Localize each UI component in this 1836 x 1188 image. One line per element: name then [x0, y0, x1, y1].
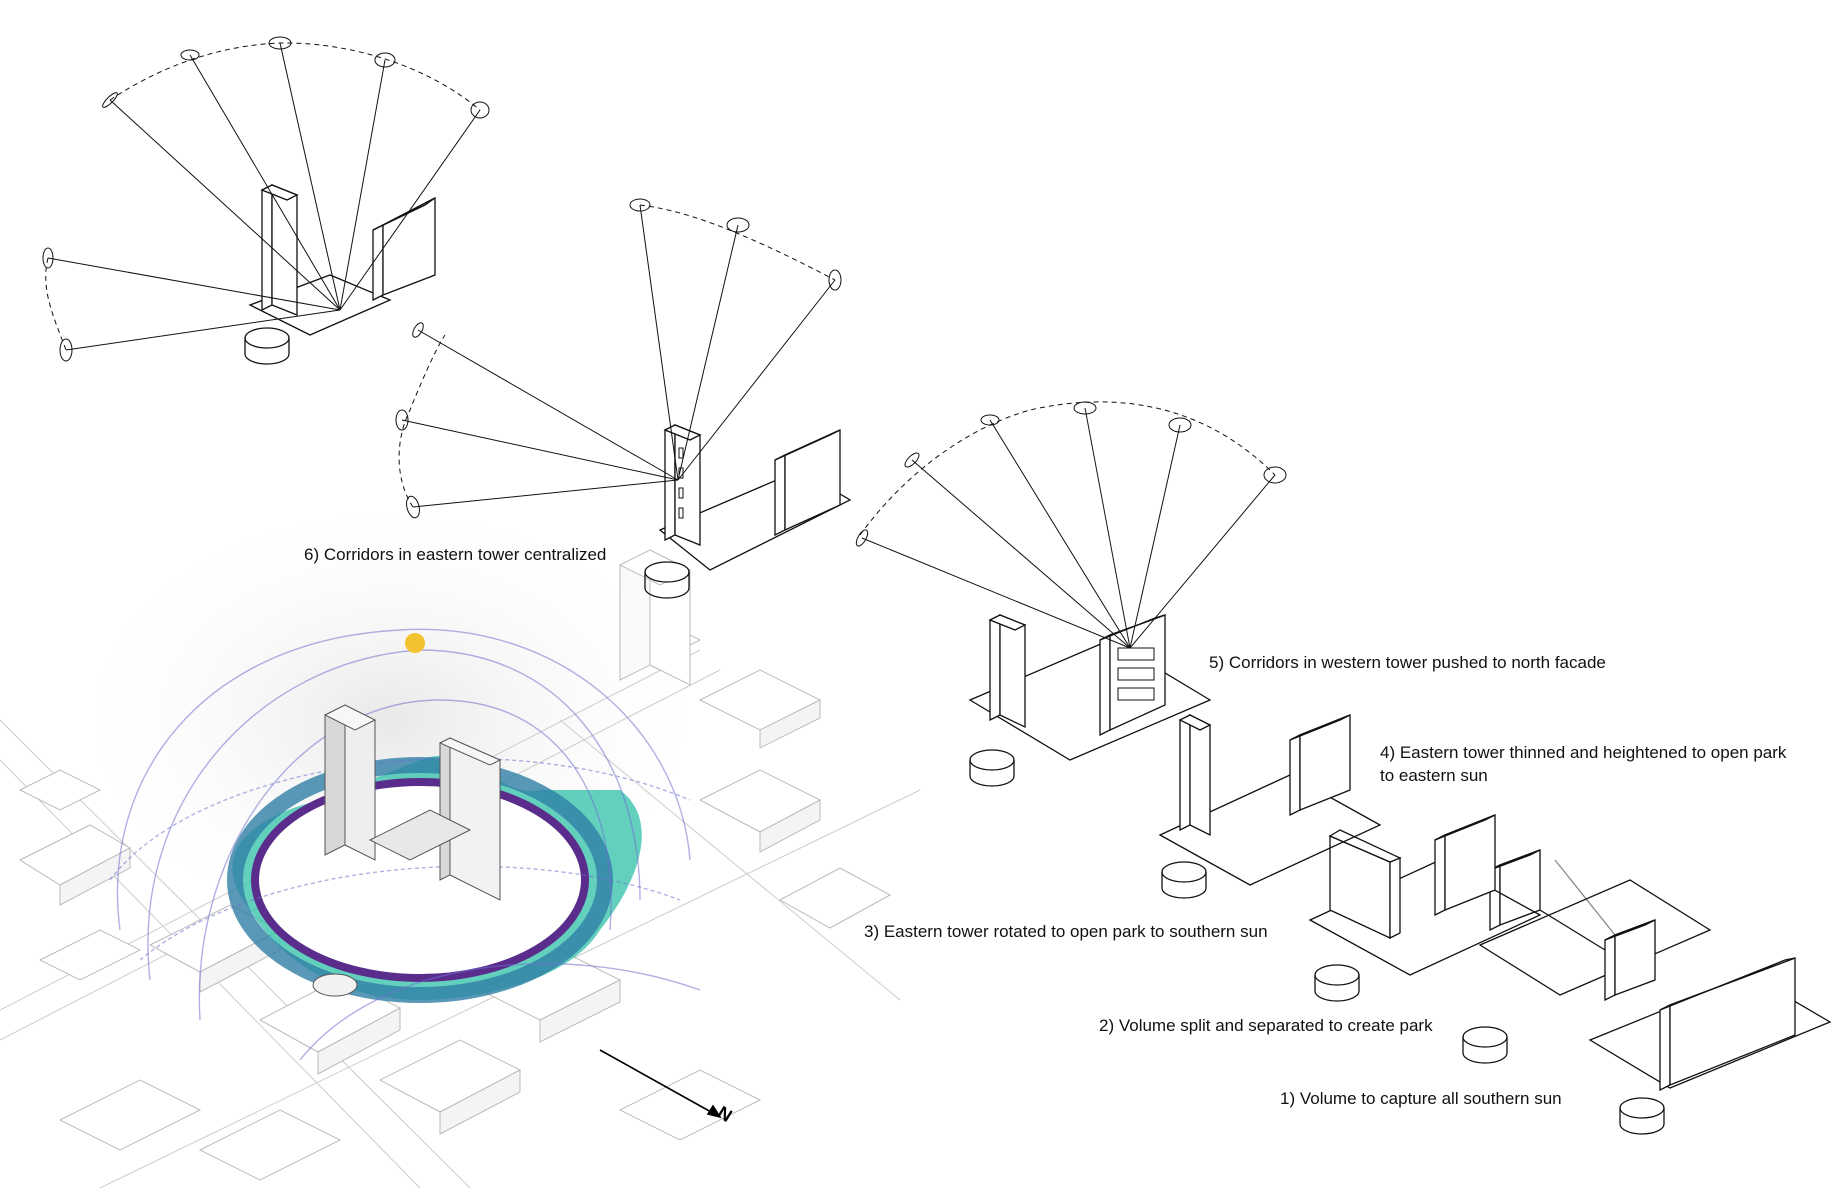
step-1-massing — [1588, 957, 1832, 1135]
site-context-map — [0, 490, 921, 1188]
step-5-sun-rays — [855, 401, 1287, 649]
site-towers — [312, 704, 502, 997]
step-5-label: 5) Corridors in western tower pushed to … — [1209, 653, 1606, 672]
step-3-massing — [1308, 814, 1542, 1002]
step-6-massing — [644, 423, 852, 599]
sun-marker — [405, 633, 425, 653]
step-6-label: 6) Corridors in eastern tower centralize… — [304, 545, 607, 564]
top-study-sun-rays — [42, 36, 490, 362]
radiation-inner — [251, 778, 589, 982]
radiation-mid — [227, 757, 613, 1003]
step-6-sun-rays — [395, 198, 842, 519]
north-arrow — [599, 1049, 722, 1119]
step-5-massing — [968, 613, 1212, 787]
step-4-label: 4) Eastern tower thinned and heightened … — [1380, 743, 1787, 785]
top-study-massing — [244, 183, 436, 365]
step-2-massing — [1462, 849, 1712, 1064]
massing-step-diagrams — [42, 36, 1832, 1135]
site-drum — [312, 973, 358, 997]
step-2-label: 2) Volume split and separated to create … — [1099, 1016, 1433, 1035]
step-4-massing — [1158, 713, 1382, 899]
step-1-label: 1) Volume to capture all southern sun — [1280, 1089, 1562, 1108]
step-3-label: 3) Eastern tower rotated to open park to… — [864, 922, 1268, 941]
